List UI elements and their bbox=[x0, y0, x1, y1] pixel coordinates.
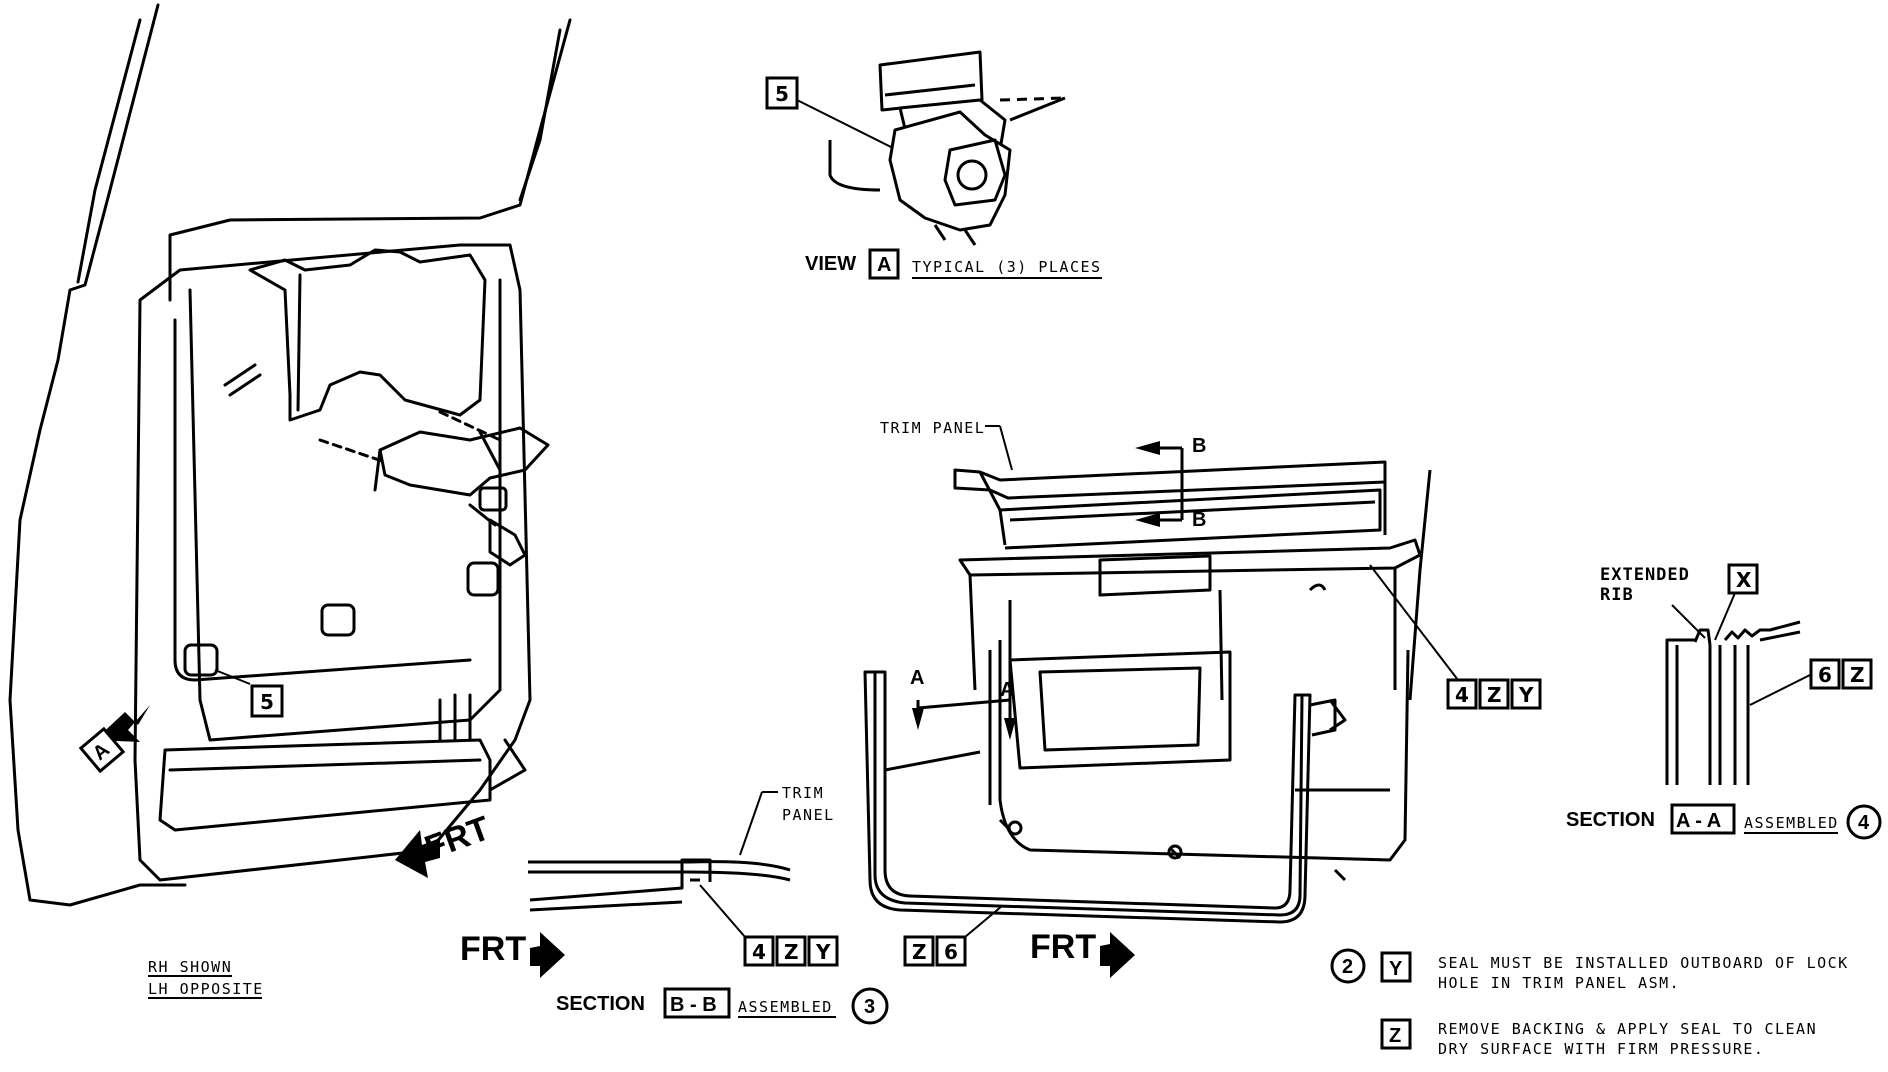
svg-text:ASSEMBLED: ASSEMBLED bbox=[738, 998, 833, 1016]
note-2-y: 2 Y SEAL MUST BE INSTALLED OUTBOARD OF L… bbox=[1330, 948, 1849, 992]
view-a-illustration bbox=[828, 50, 1066, 246]
svg-text:VIEW: VIEW bbox=[805, 253, 856, 275]
svg-text:TRIM: TRIM bbox=[782, 784, 824, 802]
svg-text:X: X bbox=[1736, 568, 1752, 592]
svg-text:4: 4 bbox=[752, 940, 766, 964]
svg-text:TRIM PANEL: TRIM PANEL bbox=[880, 419, 985, 437]
svg-text:5: 5 bbox=[775, 82, 789, 106]
svg-text:4: 4 bbox=[1455, 683, 1469, 707]
section-aa-x-callout: X bbox=[1714, 563, 1759, 641]
trim-panel-callouts: 4 Z Y bbox=[1369, 564, 1542, 710]
svg-text:A: A bbox=[910, 667, 924, 689]
seal-callouts: Z 6 bbox=[903, 905, 1003, 967]
view-a-callout-5: 5 bbox=[765, 76, 894, 149]
svg-text:HOLE IN TRIM PANEL ASM.: HOLE IN TRIM PANEL ASM. bbox=[1438, 974, 1680, 992]
section-bb-title: SECTION B - B ASSEMBLED 3 bbox=[556, 987, 889, 1025]
svg-text:B - B: B - B bbox=[670, 994, 717, 1016]
trim-panel-illustration bbox=[953, 460, 1432, 770]
svg-text:B: B bbox=[1192, 509, 1206, 531]
section-aa-title: SECTION A - A ASSEMBLED 4 bbox=[1566, 803, 1882, 840]
svg-text:Y: Y bbox=[1389, 958, 1403, 980]
svg-text:4: 4 bbox=[1858, 812, 1870, 834]
svg-text:FRT: FRT bbox=[1030, 928, 1096, 966]
svg-text:FRT: FRT bbox=[420, 809, 495, 867]
section-aa-extended-rib: EXTENDED RIB bbox=[1600, 565, 1706, 639]
seal-frt-indicator: FRT bbox=[1030, 928, 1135, 978]
section-aa-callouts: 6 Z bbox=[1749, 658, 1873, 706]
svg-text:Z: Z bbox=[1389, 1025, 1401, 1047]
svg-text:Z: Z bbox=[1487, 683, 1502, 707]
svg-text:SECTION: SECTION bbox=[556, 993, 645, 1015]
svg-text:6: 6 bbox=[1818, 663, 1832, 687]
trim-panel-label: TRIM PANEL bbox=[880, 419, 1013, 471]
view-a-title: VIEW A TYPICAL (3) PLACES bbox=[805, 248, 1102, 280]
svg-text:3: 3 bbox=[864, 996, 875, 1018]
svg-text:DRY SURFACE WITH FIRM PRESSURE: DRY SURFACE WITH FIRM PRESSURE. bbox=[1438, 1040, 1764, 1058]
section-aa-illustration bbox=[1665, 620, 1801, 785]
door-frt-indicator: FRT bbox=[395, 809, 495, 878]
svg-text:2: 2 bbox=[1342, 956, 1353, 978]
svg-text:A - A: A - A bbox=[1676, 810, 1721, 832]
door-illustration bbox=[8, 3, 572, 907]
section-bb-illustration bbox=[528, 858, 791, 912]
svg-text:A: A bbox=[1000, 679, 1014, 701]
svg-text:B: B bbox=[1192, 435, 1206, 457]
svg-text:EXTENDED: EXTENDED bbox=[1600, 565, 1690, 585]
note-z: Z REMOVE BACKING & APPLY SEAL TO CLEAN D… bbox=[1380, 1018, 1817, 1058]
svg-text:SECTION: SECTION bbox=[1566, 809, 1655, 831]
svg-text:5: 5 bbox=[260, 690, 274, 714]
svg-text:PANEL: PANEL bbox=[782, 806, 835, 824]
svg-text:RIB: RIB bbox=[1600, 585, 1634, 605]
svg-text:Z: Z bbox=[912, 940, 927, 964]
door-arrow-a: A bbox=[78, 705, 150, 774]
svg-text:LH OPPOSITE: LH OPPOSITE bbox=[148, 980, 264, 998]
door-callout-5: 5 bbox=[214, 669, 284, 718]
svg-text:TYPICAL (3) PLACES: TYPICAL (3) PLACES bbox=[912, 258, 1102, 276]
svg-text:REMOVE BACKING & APPLY SEAL TO: REMOVE BACKING & APPLY SEAL TO CLEAN bbox=[1438, 1020, 1817, 1038]
section-bb-trim-label: TRIM PANEL bbox=[739, 784, 835, 856]
svg-text:SEAL MUST BE INSTALLED OUTBOAR: SEAL MUST BE INSTALLED OUTBOARD OF LOCK bbox=[1438, 954, 1849, 972]
seal-illustration bbox=[863, 640, 1410, 924]
svg-text:6: 6 bbox=[944, 940, 958, 964]
svg-text:RH SHOWN: RH SHOWN bbox=[148, 958, 232, 976]
svg-text:A: A bbox=[877, 254, 891, 276]
svg-text:ASSEMBLED: ASSEMBLED bbox=[1744, 814, 1839, 832]
svg-text:Y: Y bbox=[815, 940, 831, 964]
svg-text:Y: Y bbox=[1518, 683, 1534, 707]
orientation-note: RH SHOWN LH OPPOSITE bbox=[148, 958, 264, 999]
section-bb-callouts: 4 Z Y bbox=[699, 884, 839, 967]
svg-text:FRT: FRT bbox=[460, 930, 526, 968]
svg-text:Z: Z bbox=[784, 940, 799, 964]
section-a-markers: A A bbox=[910, 667, 1016, 740]
section-bb-frt-indicator: FRT bbox=[460, 930, 565, 978]
section-b-markers: B B bbox=[1135, 435, 1206, 531]
svg-text:Z: Z bbox=[1850, 663, 1865, 687]
